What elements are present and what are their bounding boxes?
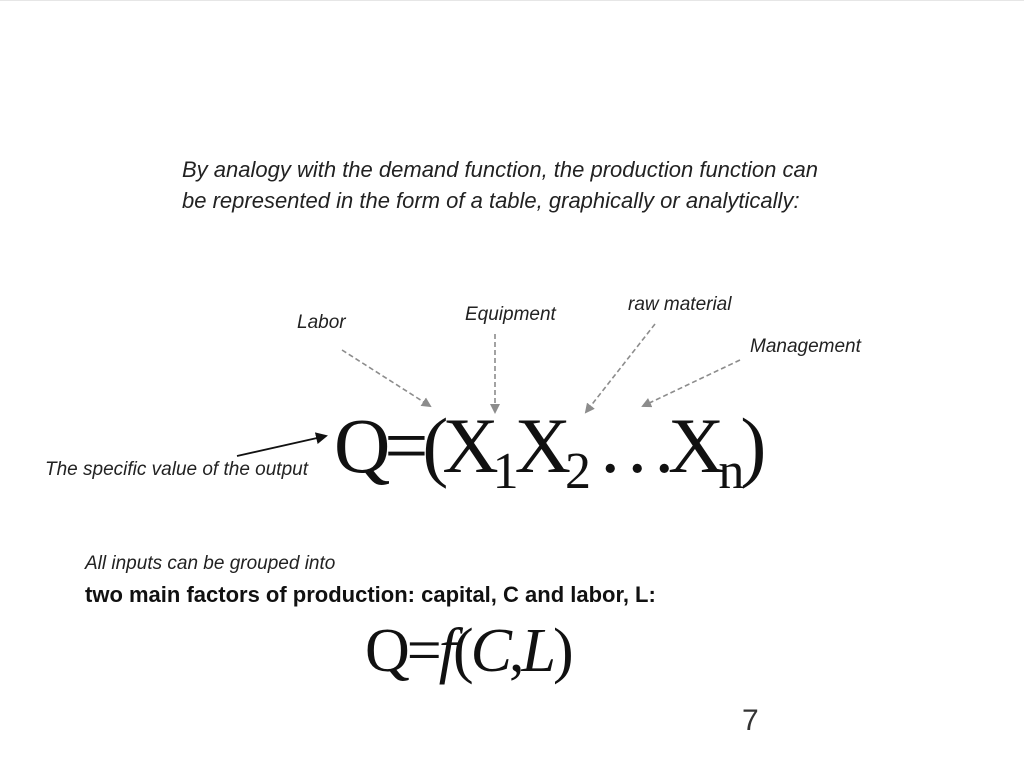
groups-intro: All inputs can be grouped into [85,553,336,574]
factor-label-labor: Labor [297,312,346,333]
formula-sub1: 1 [492,443,519,500]
formula-sub2: 2 [565,443,591,500]
formula-lhs: Q [334,402,390,489]
arrow-labor [341,349,432,408]
factor-label-equipment: Equipment [465,304,556,325]
formula-cl-close: ) [552,617,574,685]
formula-close: ) [740,402,766,489]
formula-x1: X [442,402,498,489]
intro-paragraph: By analogy with the demand function, the… [182,157,818,213]
formula-cl-open: ( [452,617,474,685]
arrow-raw-material [584,323,656,414]
formula-cl-f: f [438,617,456,685]
production-function-formula: Q=(X1X2 . . .Xn) [334,406,766,501]
formula-cl-c: C [470,617,512,685]
arrow-management [641,359,741,408]
formula-eq: = [384,402,428,489]
formula-cl-comma: , [509,617,524,685]
capital-labor-formula: Q=f(C,L) [365,616,625,686]
arrow-output [236,432,328,457]
formula-cl-eq: = [406,617,442,685]
formula-cl-l: L [521,617,557,685]
formula-open: ( [422,402,448,489]
factor-label-raw-material: raw material [628,294,732,315]
groups-main: two main factors of production: capital,… [85,582,656,607]
top-divider [0,0,1024,1]
formula-dots: . . . [587,402,675,489]
formula-cl-lhs: Q [365,617,410,685]
formula-x2: X [514,402,571,489]
formula-subn: n [718,443,744,500]
formula-xn: X [668,402,724,489]
factor-label-management: Management [750,336,861,357]
page-number: 7 [742,704,759,737]
output-label: The specific value of the output [45,459,308,480]
